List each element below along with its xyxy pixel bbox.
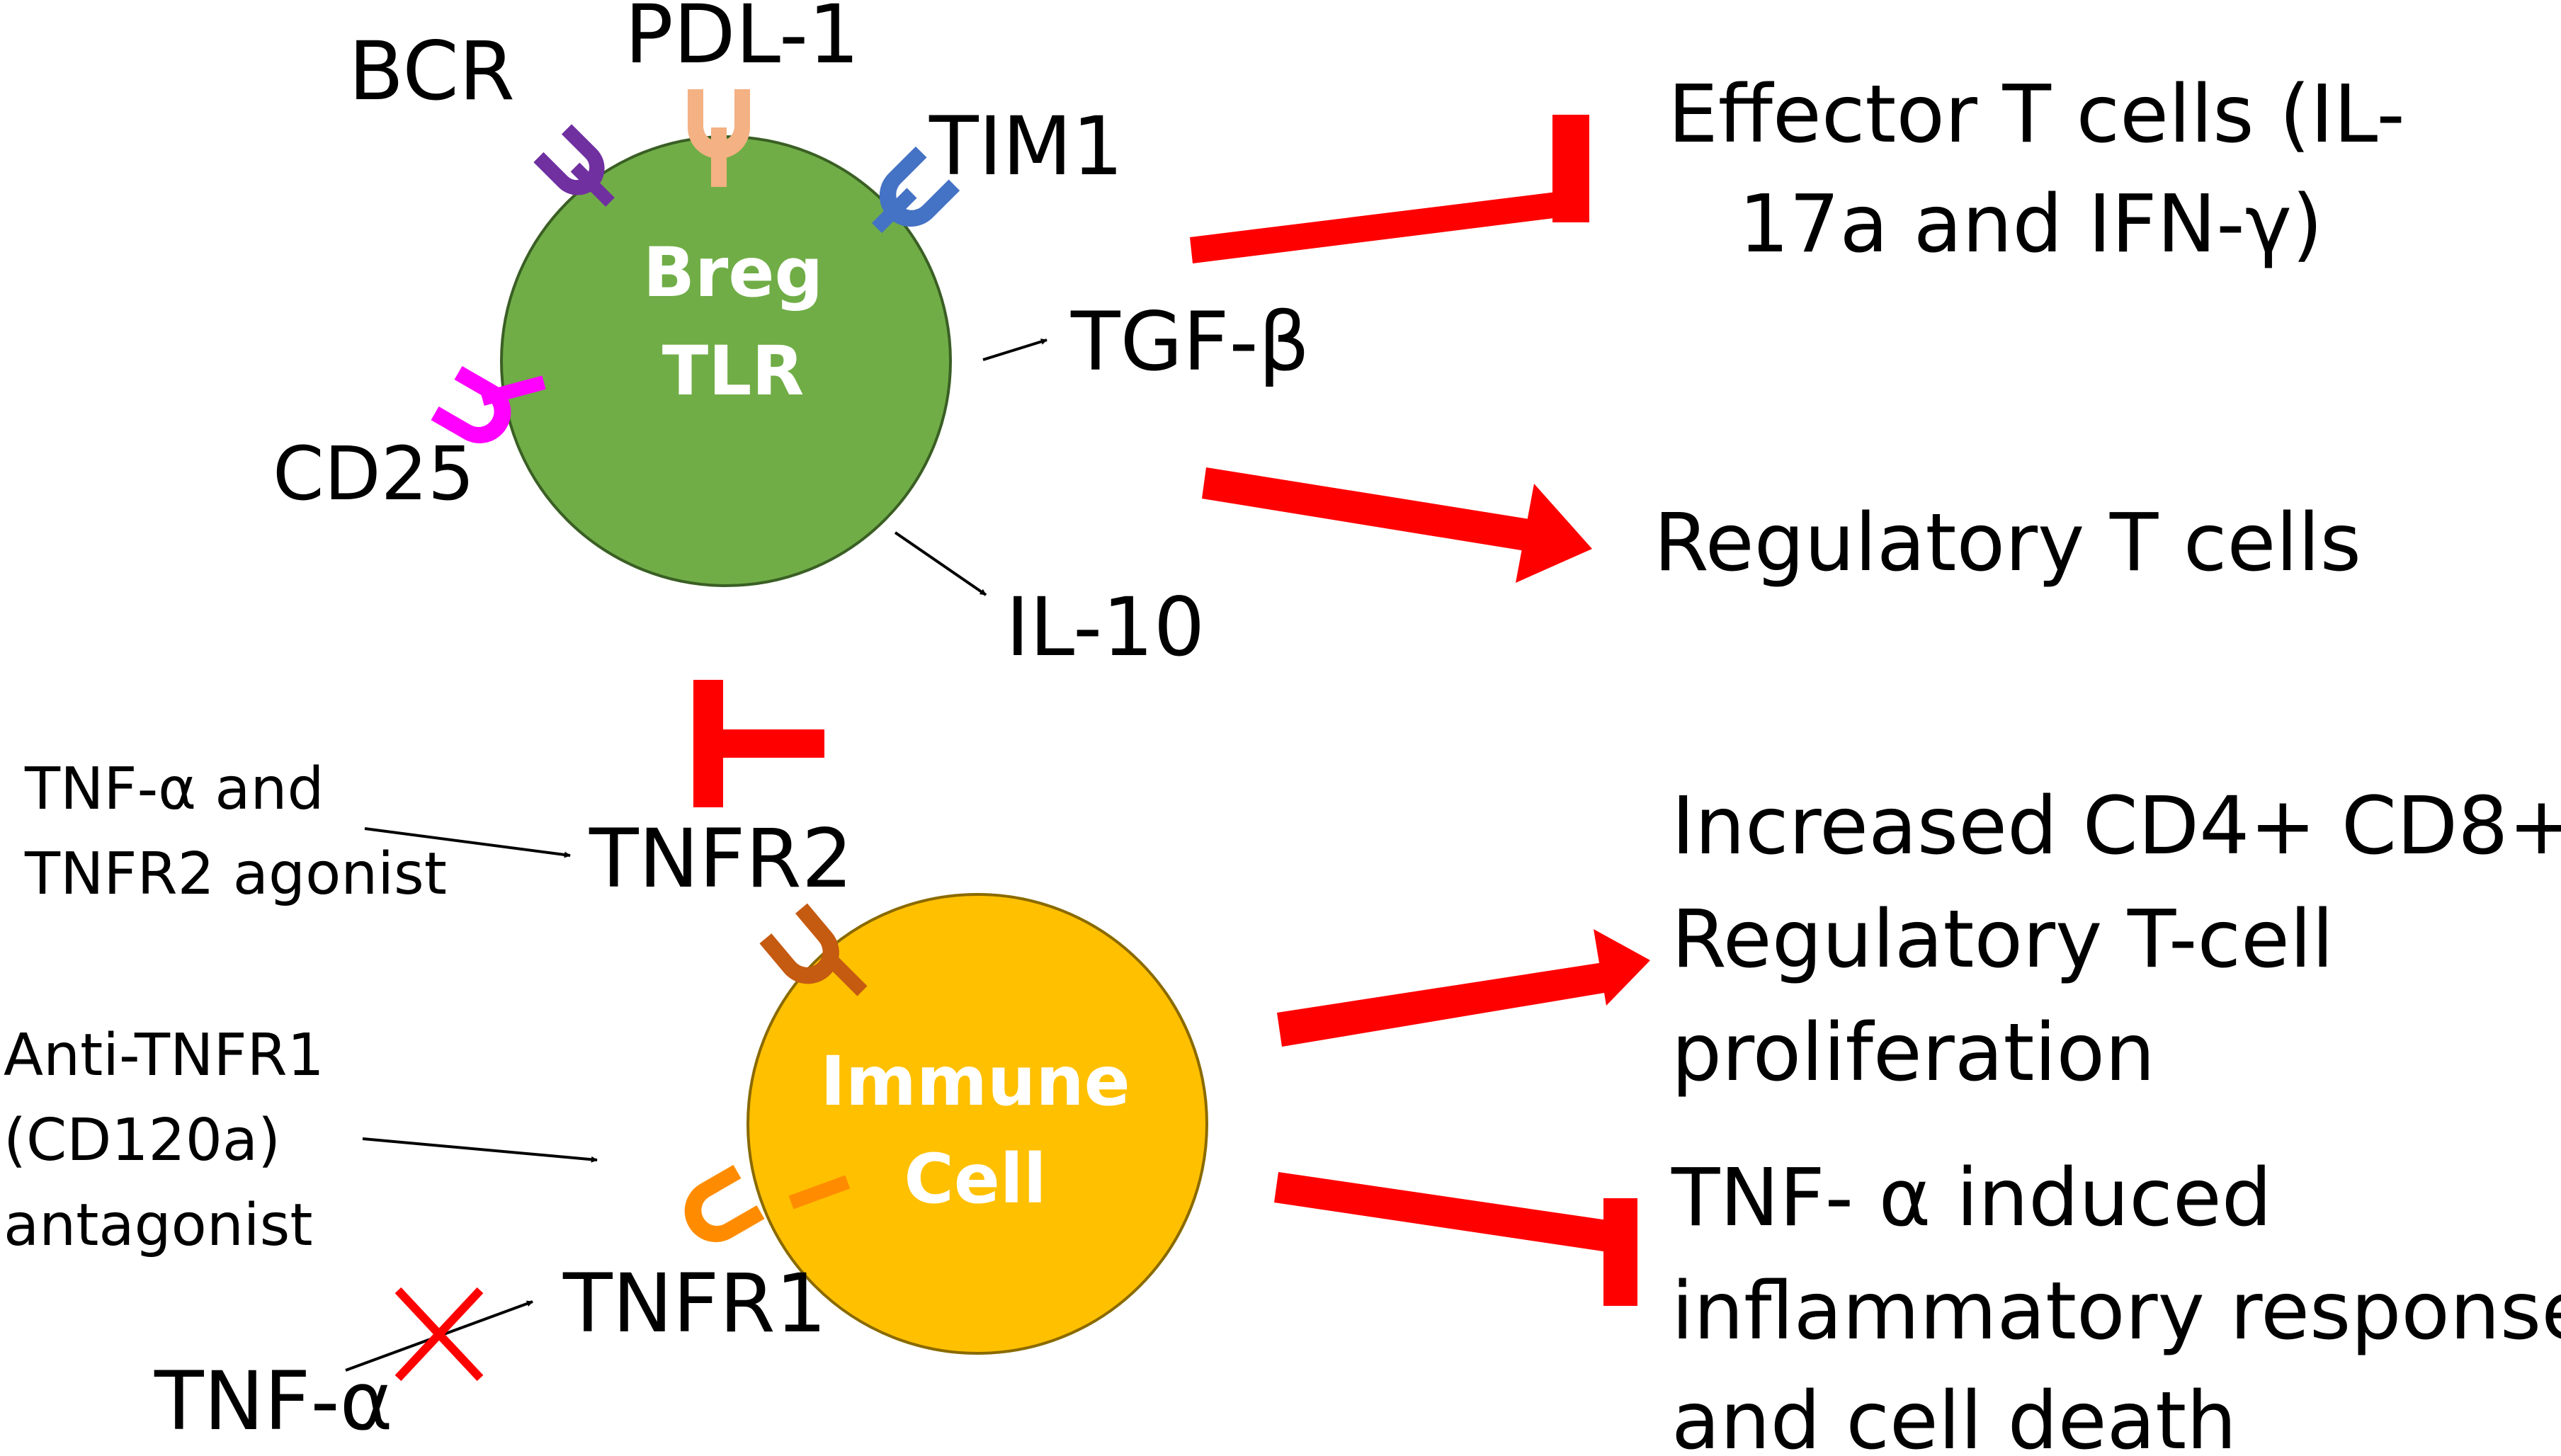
pdl1-receptor-icon: [688, 89, 750, 187]
regulatory-t-cells-label: Regulatory T cells: [1654, 497, 2361, 589]
increased-proliferation-line3: proliferation: [1671, 1007, 2155, 1099]
tnf-induced-line2: inflammatory response: [1671, 1266, 2561, 1358]
promote-proliferation-arrow: [1277, 929, 1650, 1047]
tnf-induced-line3: and cell death: [1671, 1375, 2237, 1456]
bcr-label: BCR: [348, 24, 515, 118]
agonist-label-line1: TNF-α and: [24, 756, 324, 823]
agonist-arrow: [364, 827, 571, 858]
cd25-receptor-icon: [431, 365, 546, 443]
antagonist-arrow: [362, 1137, 598, 1163]
breg-cell-label-tlr: TLR: [662, 331, 805, 411]
tnfr1-label: TNFR1: [562, 1256, 827, 1350]
effector-t-cells-line2: 17a and IFN-γ): [1739, 178, 2323, 271]
il10-label: IL-10: [1006, 580, 1205, 674]
tnf-alpha-label: TNF-α: [154, 1354, 393, 1448]
tnf-induced-line1: TNF- α induced: [1671, 1152, 2272, 1244]
bcr-receptor-icon: [533, 124, 615, 207]
plus-icon: [693, 680, 824, 807]
breg-cell: Breg TLR: [500, 135, 952, 587]
immune-cell-label-immune: Immune: [820, 1042, 1130, 1121]
effector-t-cells-line1: Effector T cells (IL-: [1668, 69, 2405, 161]
tgf-secretion-arrow: [982, 339, 1047, 361]
tnfr2-receptor-icon: [759, 903, 868, 996]
immune-cell: Immune Cell: [746, 893, 1208, 1355]
tnfr2-label: TNFR2: [589, 812, 853, 906]
pdl1-label: PDL-1: [625, 0, 860, 81]
cd25-label: CD25: [273, 431, 475, 517]
inhibit-effector-arrow: [1190, 115, 1589, 263]
tim1-label: TIM1: [929, 99, 1123, 193]
inhibit-inflammation-arrow: [1274, 1172, 1637, 1306]
antagonist-label-line3: antagonist: [4, 1192, 312, 1259]
immune-cell-body: [746, 893, 1208, 1355]
antagonist-label-line2: (CD120a): [4, 1107, 280, 1174]
increased-proliferation-line2: Regulatory T-cell: [1671, 894, 2334, 986]
tgf-beta-label: TGF-β: [1070, 295, 1310, 389]
immune-cell-label-cell: Cell: [904, 1139, 1046, 1219]
breg-cell-label-breg: Breg: [643, 233, 823, 312]
increased-proliferation-line1: Increased CD4+ CD8+: [1671, 780, 2561, 872]
block-cross-icon: [394, 1287, 484, 1382]
tnfr1-receptor-icon: [684, 1164, 851, 1242]
promote-regulatory-arrow: [1202, 467, 1592, 583]
il10-secretion-arrow: [894, 531, 987, 596]
agonist-label-line2: TNFR2 agonist: [24, 841, 447, 908]
tim1-receptor-icon: [871, 146, 960, 234]
antagonist-label-line1: Anti-TNFR1: [4, 1022, 324, 1089]
